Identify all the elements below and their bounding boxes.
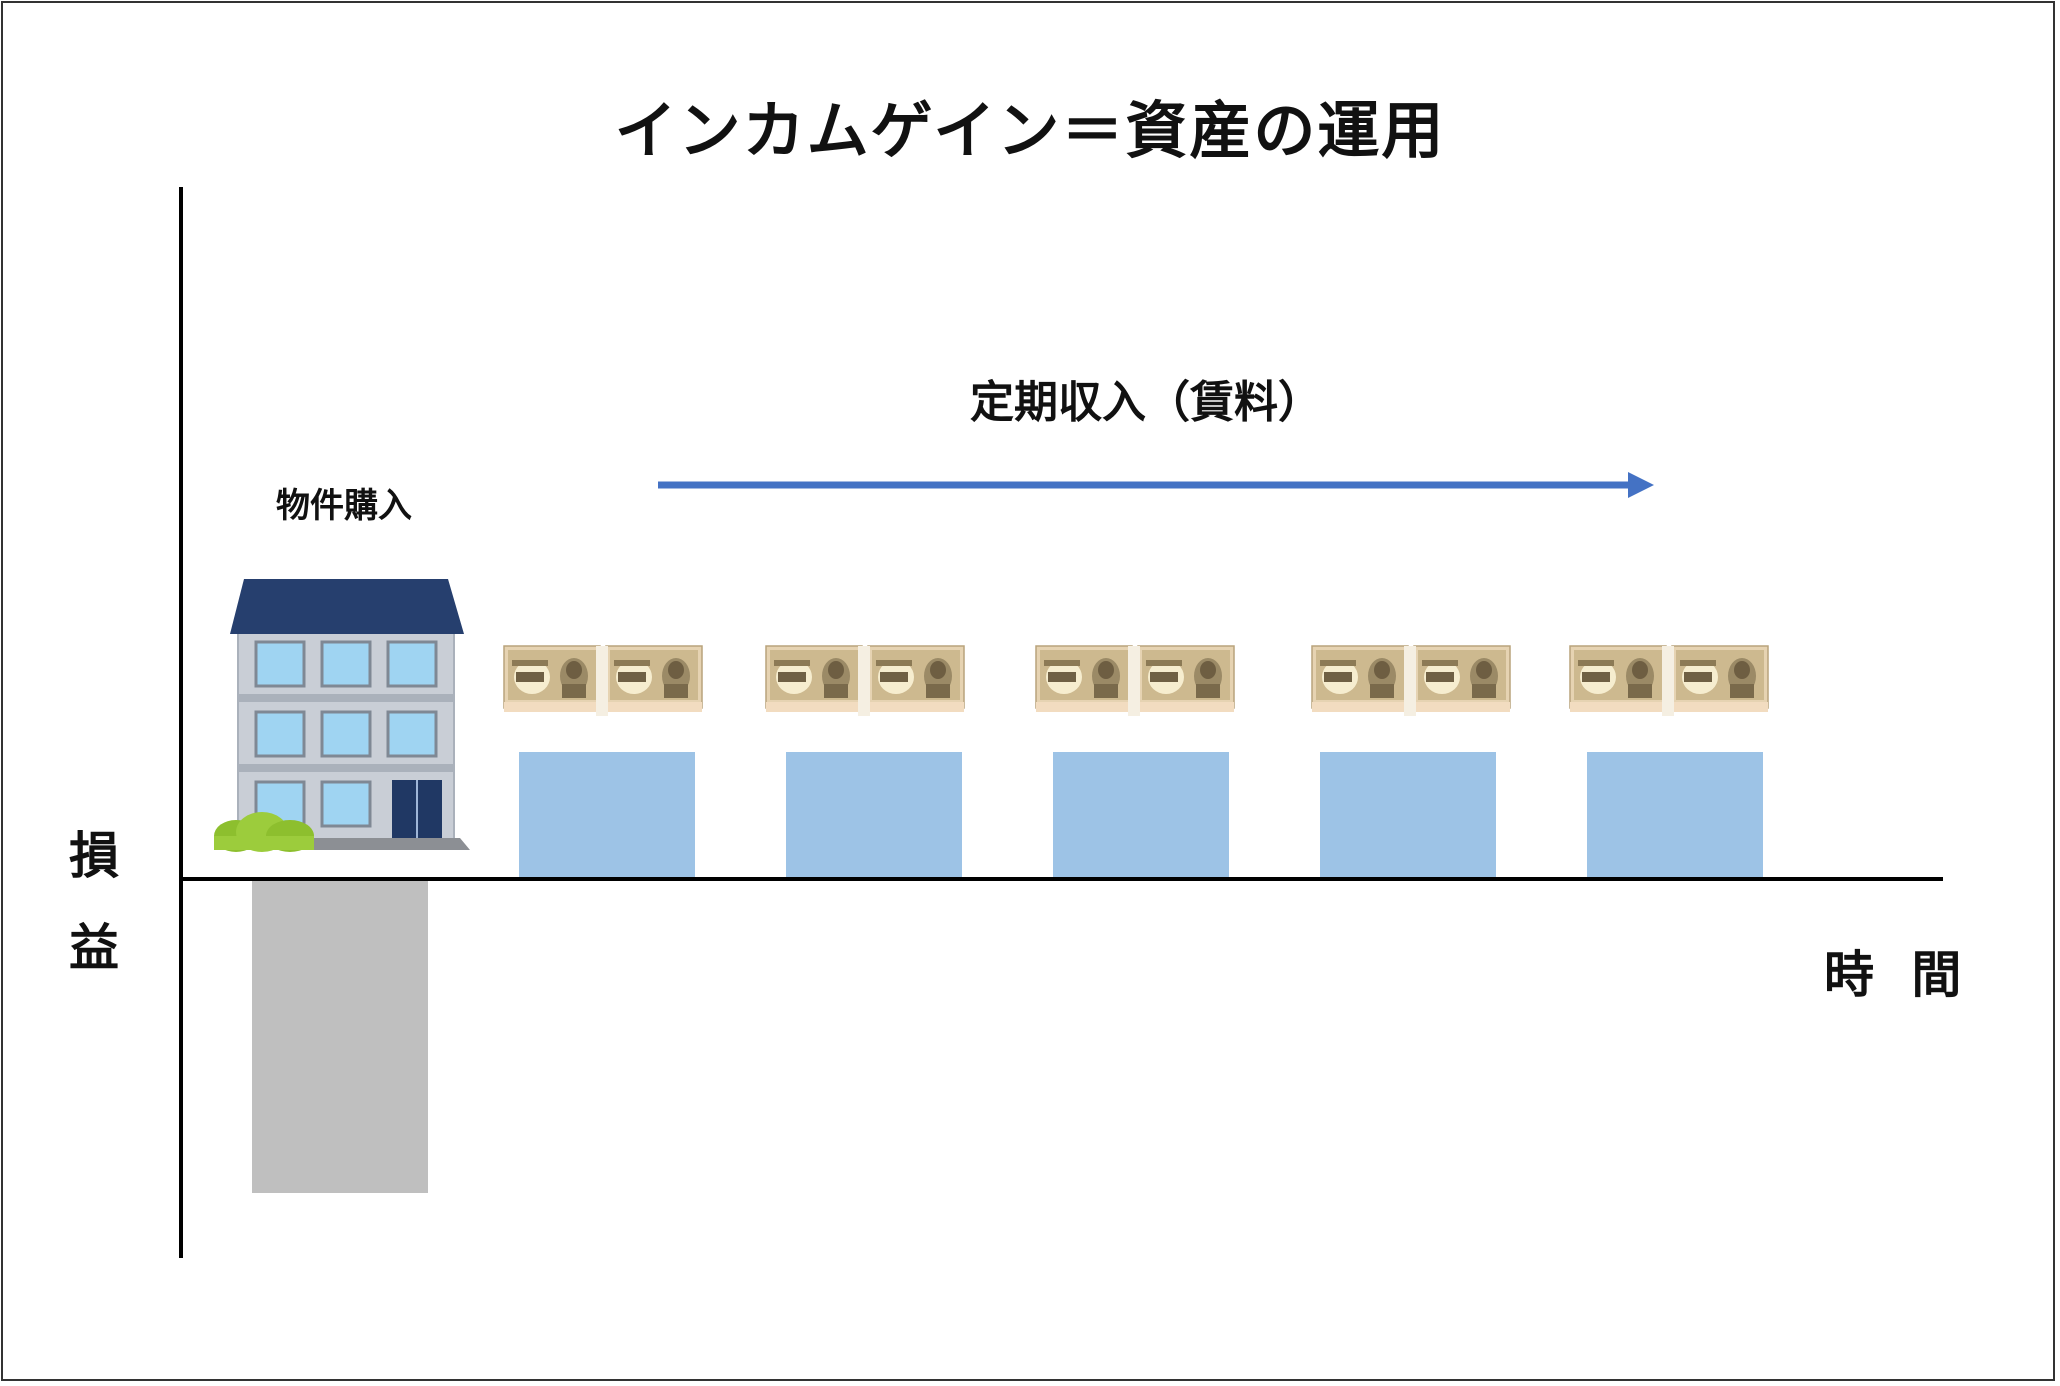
cash-bundle-icon xyxy=(766,646,964,716)
cash-bundle-icon xyxy=(504,646,702,716)
income-arrow xyxy=(658,472,1654,498)
cash-bundle-icon xyxy=(1570,646,1768,716)
y-axis-label-char: 損 xyxy=(69,827,119,885)
y-axis-label: 損 益 xyxy=(64,810,124,994)
income-bar xyxy=(1587,752,1763,877)
diagram-title: インカムゲイン＝資産の運用 xyxy=(614,94,1446,167)
income-bar xyxy=(786,752,962,877)
income-bar xyxy=(1320,752,1496,877)
income-bars xyxy=(519,752,1763,877)
cash-bundle-icon xyxy=(1312,646,1510,716)
x-axis-label: 時 間 xyxy=(1824,946,1972,1004)
cash-bundles xyxy=(504,646,1768,716)
cash-bundle-icon xyxy=(1036,646,1234,716)
apartment-building-icon xyxy=(214,579,470,852)
purchase-label: 物件購入 xyxy=(276,486,412,526)
purchase-cost-bar xyxy=(252,881,428,1193)
income-bar xyxy=(1053,752,1229,877)
income-label: 定期収入（賃料） xyxy=(970,377,1322,428)
y-axis-label-char: 益 xyxy=(69,919,119,977)
income-bar xyxy=(519,752,695,877)
